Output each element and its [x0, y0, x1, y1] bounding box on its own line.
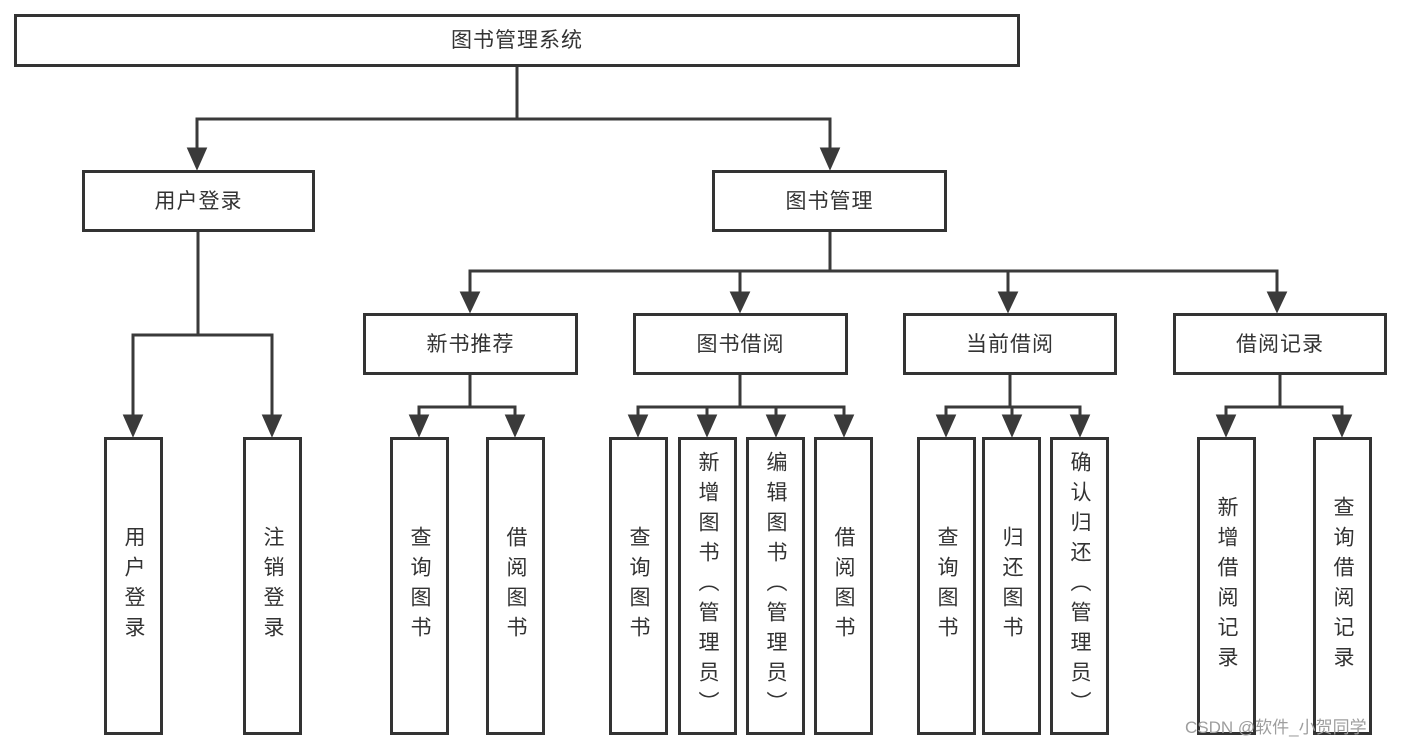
- connector-group-book-management: [459, 232, 1288, 314]
- arrow-down-icon: [408, 414, 430, 438]
- arrow-down-icon: [696, 414, 718, 438]
- node-leaf-query-books-current: 查询图书: [917, 437, 976, 735]
- arrow-down-icon: [1215, 414, 1237, 438]
- node-label: 查询图书: [408, 526, 431, 646]
- arrow-down-icon: [261, 414, 283, 438]
- node-leaf-edit-book-admin: 编辑图书（管理员）: [746, 437, 805, 735]
- node-leaf-confirm-return-admin: 确认归还（管理员）: [1050, 437, 1109, 735]
- node-leaf-query-books-recommend: 查询图书: [390, 437, 449, 735]
- node-label: 确认归还（管理员）: [1068, 451, 1091, 721]
- node-label: 图书管理: [785, 189, 874, 213]
- node-system-root: 图书管理系统: [14, 14, 1020, 67]
- node-current-borrow: 当前借阅: [903, 313, 1117, 375]
- connector-group-current-borrow: [935, 375, 1091, 438]
- node-leaf-return-book: 归还图书: [982, 437, 1041, 735]
- node-book-management: 图书管理: [712, 170, 947, 232]
- node-label: 新增图书（管理员）: [696, 451, 719, 721]
- node-leaf-query-borrow-record: 查询借阅记录: [1313, 437, 1372, 735]
- arrow-down-icon: [935, 414, 957, 438]
- node-label: 图书借阅: [696, 332, 785, 356]
- node-label: 借阅记录: [1236, 332, 1324, 356]
- node-label: 注销登录: [261, 526, 284, 646]
- node-leaf-add-borrow-record: 新增借阅记录: [1197, 437, 1256, 735]
- node-leaf-borrow-books-recommend: 借阅图书: [486, 437, 545, 735]
- arrow-down-icon: [833, 414, 855, 438]
- node-label: 当前借阅: [966, 332, 1054, 356]
- node-label: 查询图书: [935, 526, 958, 646]
- node-leaf-user-login: 用户登录: [104, 437, 163, 735]
- node-label: 用户登录: [122, 526, 145, 646]
- connector-group-new-book-recommend: [408, 375, 526, 438]
- node-label: 查询图书: [627, 526, 650, 646]
- node-label: 查询借阅记录: [1331, 496, 1354, 676]
- node-label: 用户登录: [154, 189, 243, 213]
- arrow-down-icon: [627, 414, 649, 438]
- node-new-book-recommend: 新书推荐: [363, 313, 578, 375]
- arrow-down-icon: [729, 291, 751, 314]
- node-leaf-borrow-books: 借阅图书: [814, 437, 873, 735]
- node-borrow-records: 借阅记录: [1173, 313, 1387, 375]
- node-label: 借阅图书: [832, 526, 855, 646]
- arrow-down-icon: [1069, 414, 1091, 438]
- connector-group-book-borrow: [627, 375, 855, 438]
- arrow-down-icon: [186, 147, 208, 171]
- node-user-login: 用户登录: [82, 170, 315, 232]
- arrow-down-icon: [459, 291, 481, 314]
- connector-group-root: [186, 67, 841, 171]
- arrow-down-icon: [765, 414, 787, 438]
- arrow-down-icon: [504, 414, 526, 438]
- connector-group-user-login: [122, 232, 283, 438]
- node-leaf-logout: 注销登录: [243, 437, 302, 735]
- node-label: 编辑图书（管理员）: [764, 451, 787, 721]
- node-label: 新增借阅记录: [1215, 496, 1238, 676]
- arrow-down-icon: [122, 414, 144, 438]
- arrow-down-icon: [819, 147, 841, 171]
- node-label: 新书推荐: [426, 332, 515, 356]
- watermark: CSDN @软件_小贺同学: [1185, 718, 1367, 737]
- node-book-borrow: 图书借阅: [633, 313, 848, 375]
- node-leaf-add-book-admin: 新增图书（管理员）: [678, 437, 737, 735]
- arrow-down-icon: [1266, 291, 1288, 314]
- arrow-down-icon: [1331, 414, 1353, 438]
- node-label: 图书管理系统: [451, 29, 583, 52]
- node-leaf-query-books-borrow: 查询图书: [609, 437, 668, 735]
- connector-group-borrow-records: [1215, 375, 1353, 438]
- node-label: 归还图书: [1000, 526, 1023, 646]
- arrow-down-icon: [997, 291, 1019, 314]
- node-label: 借阅图书: [504, 526, 527, 646]
- arrow-down-icon: [1001, 414, 1023, 438]
